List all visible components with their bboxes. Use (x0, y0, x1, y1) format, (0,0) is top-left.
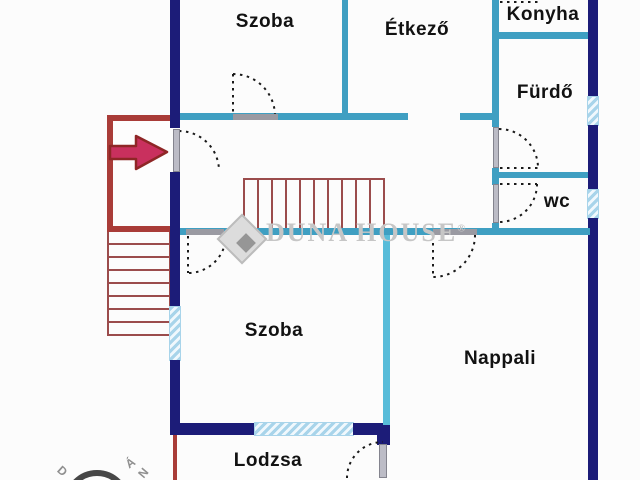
window-right-wc (587, 189, 599, 219)
wall-szoba-nappali (383, 235, 390, 425)
wall-corner-leg (377, 423, 390, 445)
room-label-etkezo: Étkező (384, 19, 450, 40)
room-label-szoba-bottom: Szoba (244, 320, 304, 341)
room-label-lodzsa: Lodzsa (233, 450, 303, 471)
door-arc-entrance (178, 130, 220, 172)
wall-bottom-left (170, 423, 255, 435)
window-right-bathroom (587, 96, 599, 126)
wall-right-upper (588, 0, 598, 97)
door-leaf-entrance (173, 129, 180, 172)
entrance-arrow-icon (108, 134, 169, 171)
door-jamb-szoba-top (233, 114, 278, 120)
door-leaf-furdo (493, 127, 499, 168)
watermark-brand: DUNA HOUSE (266, 218, 458, 247)
entrance-porch (107, 115, 177, 232)
wall-etkezo-konyha (492, 0, 499, 127)
wall-szoba-etkezo (342, 0, 348, 119)
interior-stairs (243, 178, 385, 230)
wall-hall-nappali (180, 228, 590, 235)
door-leaf-lodzsa (379, 444, 387, 478)
watermark-registered-mark: ® (457, 222, 468, 235)
door-arc-furdo (498, 128, 539, 169)
wall-mid-horizontal-right (460, 113, 497, 120)
window-left (169, 306, 181, 361)
wall-mid-horizontal-left (180, 113, 408, 120)
wall-konyha-furdo (499, 32, 588, 39)
watermark-text: DUNA HOUSE® (266, 218, 467, 248)
door-leaf-wc (493, 184, 499, 223)
room-label-wc: wc (543, 191, 571, 212)
door-arc-lodzsa (346, 441, 384, 479)
door-arc-szoba-bottom (187, 234, 227, 274)
wall-left-upper (170, 0, 180, 128)
door-arc-wc (498, 183, 538, 223)
room-label-furdo: Fürdő (516, 82, 574, 103)
corner-logo-circle (73, 470, 121, 480)
door-jamb-szoba-bottom (186, 229, 224, 235)
wall-right-mid (588, 125, 598, 190)
door-arc-nappali (432, 234, 476, 278)
room-label-konyha: Konyha (506, 4, 580, 25)
room-label-nappali: Nappali (463, 348, 537, 369)
wall-furdo-wc (492, 172, 588, 178)
window-bottom (254, 422, 354, 436)
door-jamb-nappali (433, 229, 477, 235)
wall-right-lower (588, 218, 598, 480)
exterior-stairs (107, 232, 171, 336)
wall-left-mid (170, 172, 180, 307)
door-arc-szoba-top (232, 73, 276, 117)
wall-left-lower (170, 360, 180, 435)
room-label-szoba-top: Szoba (235, 11, 295, 32)
loggia-left-edge (173, 435, 177, 480)
